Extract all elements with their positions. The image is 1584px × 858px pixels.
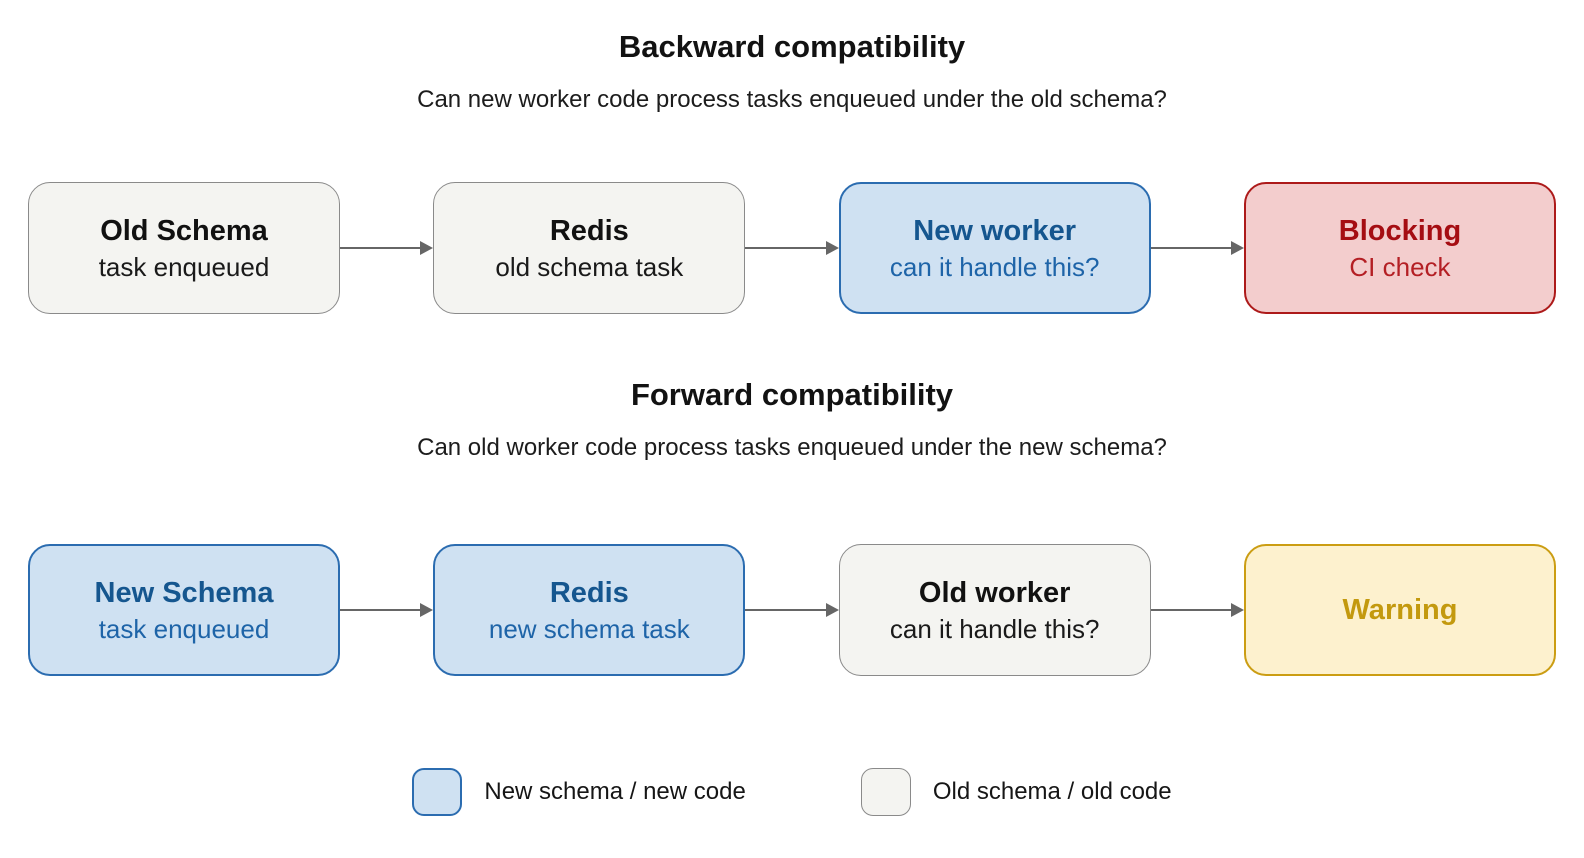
node-title: Redis — [549, 214, 629, 247]
node-subtitle: CI check — [1349, 251, 1451, 282]
node-subtitle: task enqueued — [98, 251, 270, 282]
arrow-line — [1150, 608, 1232, 612]
node-subtitle: old schema task — [495, 251, 684, 282]
node-subtitle: task enqueued — [98, 613, 270, 644]
arrow-head-icon — [420, 241, 434, 255]
node-subtitle: can it handle this? — [889, 251, 1100, 282]
arrow-line — [1150, 246, 1232, 250]
legend: New schema / new code Old schema / old c… — [0, 768, 1584, 816]
node-title: New worker — [913, 214, 1077, 247]
node-new-worker: New worker can it handle this? — [838, 182, 1151, 314]
flow-arrow-icon — [745, 602, 839, 618]
node-blocking: Blocking CI check — [1243, 182, 1556, 314]
node-subtitle: new schema task — [488, 613, 690, 644]
backward-flow: Old Schema task enqueued Redis old schem… — [28, 182, 1556, 314]
backward-section-title: Backward compatibility — [618, 29, 966, 64]
node-warning: Warning — [1243, 544, 1556, 676]
arrow-head-icon — [420, 603, 434, 617]
legend-item-old: Old schema / old code — [860, 768, 1172, 816]
node-title: Blocking — [1338, 214, 1462, 247]
node-redis-new: Redis new schema task — [433, 544, 746, 676]
node-old-worker: Old worker can it handle this? — [838, 544, 1151, 676]
node-title: New Schema — [94, 576, 274, 609]
legend-item-new: New schema / new code — [412, 768, 746, 816]
legend-swatch-old-icon — [860, 768, 911, 816]
node-new-schema: New Schema task enqueued — [28, 544, 340, 676]
node-title: Old worker — [918, 576, 1071, 609]
node-redis-old: Redis old schema task — [433, 182, 746, 314]
forward-section-title: Forward compatibility — [630, 377, 954, 412]
flow-arrow-icon — [745, 240, 839, 256]
node-title: Redis — [549, 576, 629, 609]
flow-arrow-icon — [1150, 602, 1244, 618]
forward-section-subtitle: Can old worker code process tasks enqueu… — [417, 434, 1167, 461]
forward-flow: New Schema task enqueued Redis new schem… — [28, 544, 1556, 676]
arrow-line — [340, 608, 422, 612]
legend-label: Old schema / old code — [932, 778, 1172, 805]
arrow-line — [340, 246, 422, 250]
node-title: Warning — [1342, 594, 1458, 626]
arrow-line — [745, 246, 827, 250]
arrow-line — [745, 608, 827, 612]
flow-arrow-icon — [340, 602, 434, 618]
legend-swatch-new-icon — [412, 768, 463, 816]
backward-section-subtitle: Can new worker code process tasks enqueu… — [417, 86, 1167, 113]
arrow-head-icon — [1230, 241, 1244, 255]
flow-arrow-icon — [1150, 240, 1244, 256]
legend-label: New schema / new code — [484, 778, 746, 805]
node-subtitle: can it handle this? — [889, 613, 1100, 644]
node-old-schema: Old Schema task enqueued — [28, 182, 340, 314]
arrow-head-icon — [1230, 603, 1244, 617]
flow-arrow-icon — [340, 240, 434, 256]
arrow-head-icon — [825, 241, 839, 255]
node-title: Old Schema — [100, 214, 268, 247]
arrow-head-icon — [825, 603, 839, 617]
